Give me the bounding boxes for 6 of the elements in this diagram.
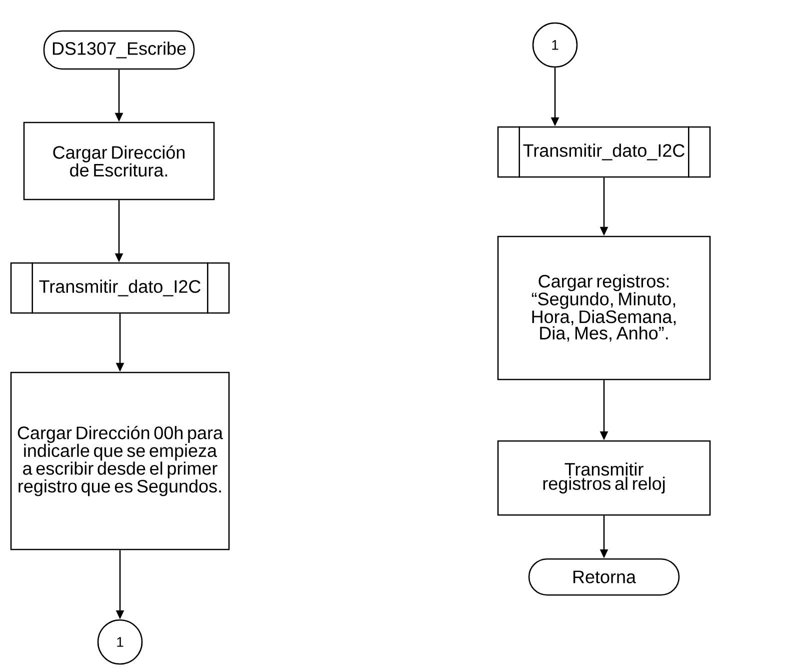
subroutine-box: Transmitir_dato_I2C [10, 262, 230, 314]
subroutine-box: Transmitir_dato_I2C [497, 126, 711, 178]
process-box: Cargar registros: “Segundo, Minuto, Hora, DiaSemana, Dia, Mes, Anho”. [497, 236, 711, 380]
process-box: Cargar Dirección de Escritura. [23, 122, 215, 200]
process-box: Cargar Dirección 00h para indicarle que se empieza a escribir desde el primer registro que es Segundos. [10, 372, 230, 550]
process-box: Transmitir registros al reloj [497, 440, 711, 516]
